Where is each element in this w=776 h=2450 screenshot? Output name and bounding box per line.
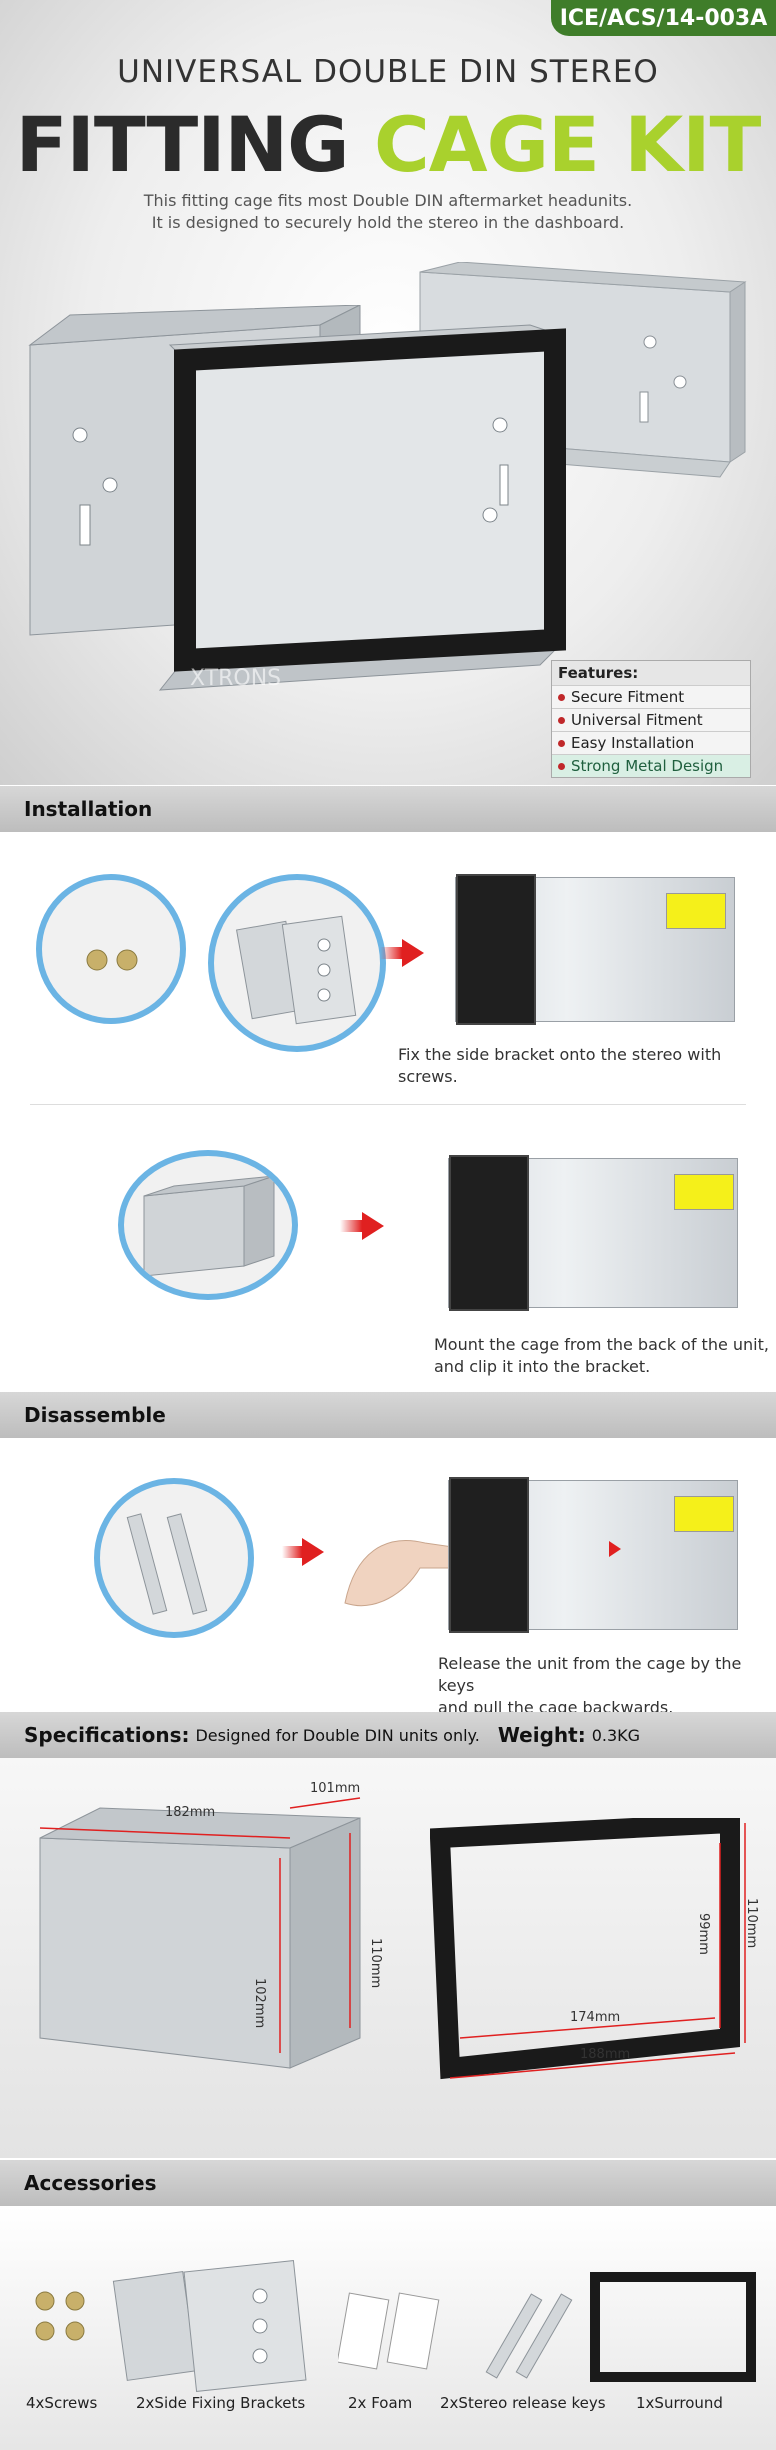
bracket-detail-circle <box>208 874 386 1052</box>
cage-small-icon <box>143 1175 275 1277</box>
release-keys-icon <box>126 1513 208 1615</box>
cage-image-front: XTRONS <box>28 305 566 691</box>
arrow-tail <box>340 1220 362 1232</box>
install-step-1-caption: Fix the side bracket onto the stereo wit… <box>398 1045 722 1086</box>
features-title: Features: <box>552 661 750 685</box>
feature-label: Universal Fitment <box>571 711 703 729</box>
keys-detail-circle <box>94 1478 254 1638</box>
specifications-section: 182mm 101mm 102mm 110mm 99mm 110mm 174mm… <box>0 1758 776 2158</box>
dim-cage-height-inner: 102mm <box>252 1978 267 2028</box>
watermark-hero: XTRONS <box>190 666 281 691</box>
bracket-icon <box>235 915 357 1025</box>
weight-label: Weight: <box>497 1723 586 1747</box>
cage-dimension-diagram: 182mm 101mm 102mm 110mm <box>39 1781 383 2069</box>
stereo-faceplate <box>456 874 536 1025</box>
accessories-header: Accessories <box>0 2160 776 2206</box>
title-line-1: UNIVERSAL DOUBLE DIN STEREO <box>117 54 659 90</box>
foam-accessory-icon <box>338 2292 440 2370</box>
hero-section: ICE/ACS/14-003A UNIVERSAL DOUBLE DIN STE… <box>0 0 776 785</box>
specifications-header: Specifications: Designed for Double DIN … <box>0 1712 776 1758</box>
bullet-icon <box>558 762 565 770</box>
feature-item: Easy Installation <box>552 731 750 754</box>
intro-line-1: This fitting cage fits most Double DIN a… <box>143 191 633 210</box>
disassemble-caption: Release the unit from the cage by the ke… <box>438 1653 776 1719</box>
accessory-label: 2xSide Fixing Brackets <box>136 2394 306 2412</box>
screws-accessory-icon <box>35 2291 85 2341</box>
feature-item: Strong Metal Design <box>552 754 750 777</box>
accessory-label: 2xStereo release keys <box>440 2394 606 2412</box>
install-step-2-line-1: Mount the cage from the back of the unit… <box>434 1335 769 1354</box>
stereo-with-cage-image <box>448 1155 738 1311</box>
dim-cage-height-outer: 110mm <box>368 1938 383 1988</box>
stereo-sticker <box>666 893 726 929</box>
feature-label: Strong Metal Design <box>571 757 724 775</box>
frame-dimension-diagram: 99mm 110mm 174mm 188mm <box>430 1818 759 2080</box>
arrow-tail <box>282 1546 302 1558</box>
specs-description: Designed for Double DIN units only. <box>195 1725 480 1745</box>
stereo-sticker <box>674 1496 734 1532</box>
install-step-2-caption: Mount the cage from the back of the unit… <box>434 1334 769 1378</box>
brackets-accessory-icon <box>112 2260 307 2392</box>
disassemble-header: Disassemble <box>0 1392 776 1438</box>
title-cage-kit: CAGE KIT <box>373 100 761 189</box>
accessory-label: 4xScrews <box>26 2394 98 2412</box>
release-keys-accessory-icon <box>485 2293 573 2379</box>
installation-header: Installation <box>0 786 776 832</box>
accessories-section <box>0 2206 776 2450</box>
installation-section: Fix the side bracket onto the stereo wit… <box>0 832 776 1377</box>
title-line-2: FITTING CAGE KIT <box>0 100 776 189</box>
arrow-tail <box>380 947 402 959</box>
disassemble-section: Release the unit from the cage by the ke… <box>0 1438 776 1717</box>
sku-badge: ICE/ACS/14-003A <box>551 0 776 36</box>
feature-item: Secure Fitment <box>552 685 750 708</box>
weight-value: 0.3KG <box>591 1725 641 1745</box>
bullet-icon <box>558 693 565 701</box>
dim-frame-height-inner: 99mm <box>696 1913 711 1955</box>
feature-item: Universal Fitment <box>552 708 750 731</box>
dim-frame-height-outer: 110mm <box>744 1898 759 1948</box>
accessory-label: 2x Foam <box>348 2394 413 2412</box>
arrow-right-icon <box>302 1538 324 1566</box>
stereo-sticker <box>674 1174 734 1210</box>
install-step-2-line-2: and clip it into the bracket. <box>434 1357 651 1376</box>
accessory-label: 1xSurround <box>636 2394 723 2412</box>
surround-accessory-icon <box>590 2272 756 2382</box>
feature-label: Secure Fitment <box>571 688 685 706</box>
disassemble-line-1: Release the unit from the cage by the ke… <box>438 1654 742 1695</box>
specs-label: Specifications: <box>24 1723 190 1747</box>
screws-icon <box>86 949 138 971</box>
title-fitting: FITTING <box>15 100 374 189</box>
dim-frame-width-inner: 174mm <box>570 2010 620 2025</box>
intro-line-2: It is designed to securely hold the ster… <box>151 213 625 232</box>
cage-detail-circle <box>118 1150 298 1300</box>
bullet-icon <box>558 716 565 724</box>
arrow-right-icon <box>362 1212 384 1240</box>
stereo-faceplate <box>449 1155 529 1311</box>
dim-cage-depth: 101mm <box>310 1781 360 1796</box>
stereo-with-bracket-image <box>455 874 735 1025</box>
dim-cage-width: 182mm <box>165 1805 215 1820</box>
intro-text: This fitting cage fits most Double DIN a… <box>0 190 776 234</box>
stereo-faceplate <box>449 1477 529 1633</box>
stereo-release-image <box>448 1477 738 1633</box>
hand-icon <box>344 1540 461 1607</box>
features-box: Features: Secure Fitment Universal Fitme… <box>551 660 751 778</box>
screws-detail-circle <box>36 874 186 1024</box>
divider <box>30 1104 746 1105</box>
pull-arrow-icon <box>609 1541 621 1557</box>
arrow-right-icon <box>402 939 424 967</box>
dim-frame-width-outer: 188mm <box>580 2047 630 2062</box>
bullet-icon <box>558 739 565 747</box>
feature-label: Easy Installation <box>571 734 695 752</box>
